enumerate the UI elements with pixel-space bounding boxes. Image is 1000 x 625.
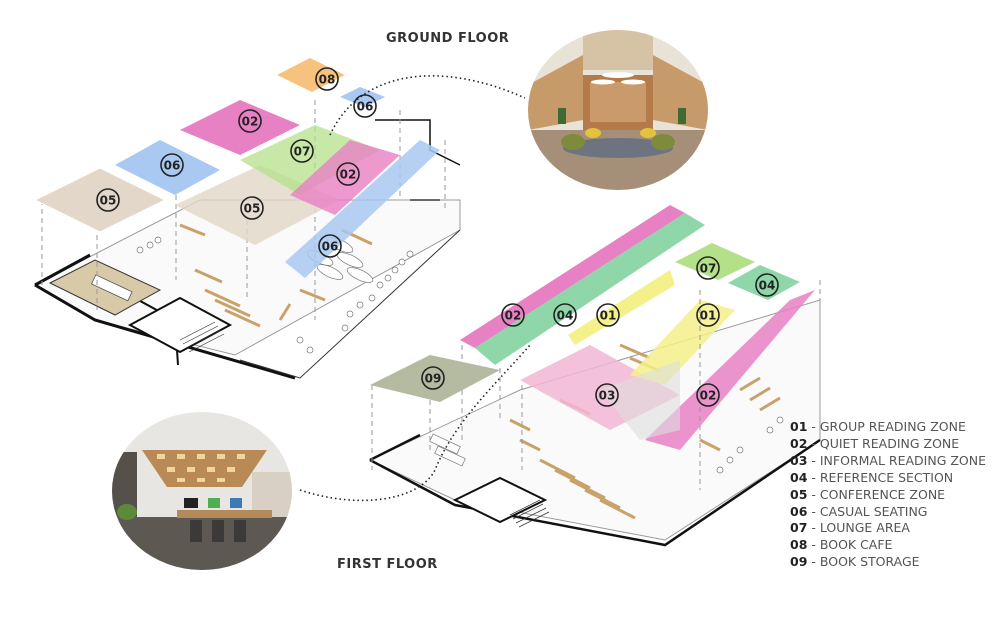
svg-text:01: 01	[700, 309, 717, 323]
zone-number-label: 02	[501, 303, 525, 327]
first-photo-connector	[299, 344, 531, 502]
svg-text:02: 02	[700, 389, 717, 403]
first-floor-title: FIRST FLOOR	[337, 557, 438, 572]
legend-item: 08 - BOOK CAFE	[790, 537, 893, 553]
zone-number-label: 02	[696, 383, 720, 407]
ground-floor-title: GROUND FLOOR	[386, 31, 510, 46]
zone-number-label: 09	[421, 366, 445, 390]
first-floor-zone-labels: 07 04 02 04 01 01 09 03 02	[421, 256, 779, 407]
legend-item: 03 - INFORMAL READING ZONE	[790, 452, 987, 468]
zone-number-label: 06	[318, 234, 342, 258]
legend-item: 09 - BOOK STORAGE	[790, 554, 920, 570]
svg-text:04: 04	[557, 309, 574, 323]
zone-legend: 01 - GROUP READING ZONE 02 - QUIET READI…	[790, 419, 986, 571]
ground-floor-render-photo	[528, 30, 708, 190]
svg-text:06: 06	[322, 240, 339, 254]
legend-item: 04 - REFERENCE SECTION	[790, 469, 954, 485]
zone-number-label: 01	[696, 303, 720, 327]
legend-item: 05 - CONFERENCE ZONE	[790, 486, 946, 502]
zone-number-label: 07	[290, 139, 314, 163]
svg-text:09: 09	[425, 372, 442, 386]
svg-text:07: 07	[294, 145, 311, 159]
legend-item: 01 - GROUP READING ZONE	[790, 419, 966, 434]
svg-text:08: 08	[319, 73, 336, 87]
svg-text:05: 05	[244, 202, 261, 216]
svg-text:02: 02	[505, 309, 522, 323]
svg-text:02: 02	[340, 168, 357, 182]
zone-number-label: 04	[553, 303, 577, 327]
legend-item: 02 - QUIET READING ZONE	[790, 435, 960, 451]
zone-number-label: 02	[336, 162, 360, 186]
ground-floor-zone-labels: 08 02 06 07 02 06 05 05 06	[96, 67, 377, 258]
zone-number-label: 03	[595, 383, 619, 407]
zone-number-label: 08	[315, 67, 339, 91]
zone-number-label: 07	[696, 256, 720, 280]
legend-item: 07 - LOUNGE AREA	[790, 520, 910, 536]
zone-number-label: 04	[755, 273, 779, 297]
svg-text:01: 01	[600, 309, 617, 323]
svg-text:06: 06	[164, 159, 181, 173]
zone-number-label: 01	[596, 303, 620, 327]
zone-number-label: 06	[353, 94, 377, 118]
zone-number-label: 02	[238, 109, 262, 133]
svg-text:07: 07	[700, 262, 717, 276]
svg-text:05: 05	[100, 194, 117, 208]
first-projection-lines	[371, 280, 821, 490]
svg-text:04: 04	[759, 279, 776, 293]
zone-number-label: 05	[96, 188, 120, 212]
svg-text:02: 02	[242, 115, 259, 129]
zone-number-label: 05	[240, 196, 264, 220]
svg-text:03: 03	[599, 389, 616, 403]
zone-number-label: 06	[160, 153, 184, 177]
legend-item: 06 - CASUAL SEATING	[790, 503, 928, 519]
first-floor-render-photo	[112, 412, 292, 570]
svg-text:06: 06	[357, 100, 374, 114]
ground-photo-connector	[329, 75, 526, 136]
